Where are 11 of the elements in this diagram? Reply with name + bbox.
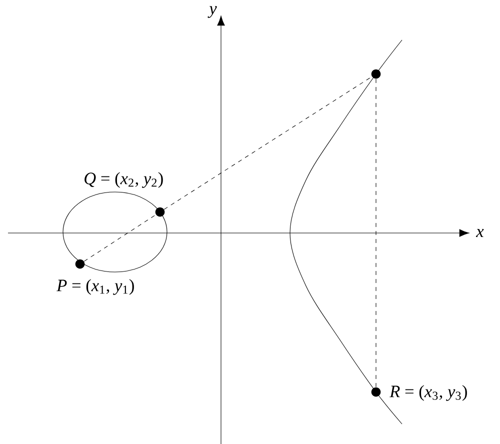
point-label: Q = (x$_{2}$, y$_{2}$) [84,172,163,188]
point-label: R = (x$_{3}$, y$_{3}$) [390,385,467,401]
point-label: P = (x$_{1}$, y$_{1}$) [56,279,134,295]
point-dot [371,387,381,397]
point-dot [75,259,85,269]
dashed-line [84,214,156,262]
point-dot [155,207,165,217]
axis-label: y [208,6,217,18]
axis-label: x [476,229,484,237]
point-dot [371,69,381,79]
dashed-line [164,76,372,210]
